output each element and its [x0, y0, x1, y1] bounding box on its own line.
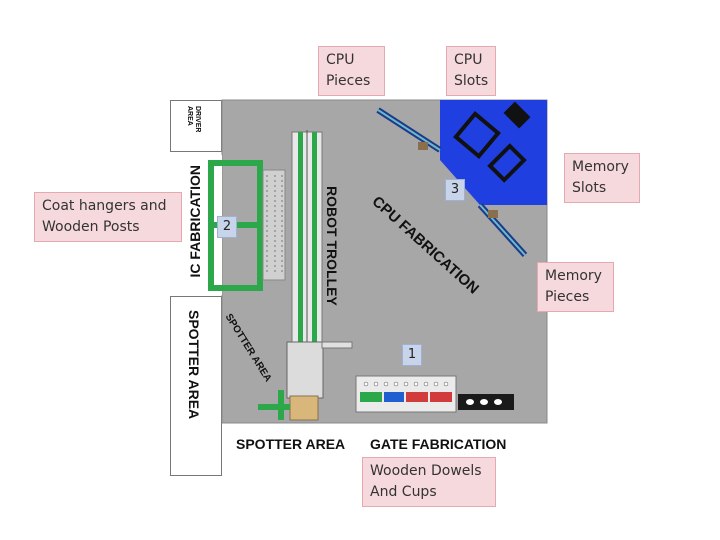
ic-fab-rack [262, 169, 286, 281]
green-handle [258, 404, 290, 410]
memory-piece-rail-inner [479, 204, 526, 256]
zone-number-2: 2 [217, 216, 237, 238]
gate-fab-strip-green [360, 392, 382, 402]
cpu-slot-3 [503, 101, 531, 129]
driver-area-label: DRIVER AREA [186, 106, 201, 133]
ic-fabrication-label: IC FABRICATION [187, 165, 203, 278]
ic-fab-frame-bottom [208, 285, 263, 291]
callout-wooden-dowels: Wooden Dowels And Cups [362, 457, 496, 507]
robot-trolley-label: ROBOT TROLLEY [324, 186, 340, 306]
callout-memory-slots: Memory Slots [564, 153, 640, 203]
spotter-area-bottom-label: SPOTTER AREA [236, 436, 346, 452]
cpu-piece-block [418, 142, 428, 150]
zone-number-1: 1 [402, 344, 422, 366]
gate-fab-strip-red-2 [430, 392, 452, 402]
trolley-carriage [286, 341, 324, 399]
callout-cpu-slots: CPU Slots [446, 46, 496, 96]
gate-fab-strip-blue [384, 392, 404, 402]
ic-fab-frame-right [257, 160, 263, 291]
gate-fab-strip-red [406, 392, 428, 402]
callout-coat-hangers: Coat hangers and Wooden Posts [34, 192, 182, 242]
robot-trolley-rail [298, 132, 303, 347]
driver-area-box [170, 100, 222, 152]
zone-number-3: 3 [445, 179, 465, 201]
trolley-side [321, 341, 353, 349]
gate-fab-holes [466, 399, 502, 405]
callout-memory-pieces: Memory Pieces [537, 262, 614, 312]
callout-cpu-pieces: CPU Pieces [318, 46, 385, 96]
gate-fab-pegs [363, 381, 449, 387]
ic-fab-frame-top [208, 160, 263, 166]
green-post [278, 390, 284, 420]
spotter-area-left-label: SPOTTER AREA [186, 310, 202, 420]
robot-trolley-rail-2 [312, 132, 317, 347]
memory-piece-block [488, 210, 498, 218]
cpu-piece-rail-inner [377, 109, 441, 151]
cpu-slot-2 [487, 143, 527, 183]
ic-fab-frame-left [208, 160, 214, 291]
cpu-slot-1 [453, 111, 501, 159]
spotter-area-left-box [170, 296, 222, 476]
gate-fabrication-label: GATE FABRICATION [370, 436, 507, 452]
trolley-base [289, 395, 319, 421]
